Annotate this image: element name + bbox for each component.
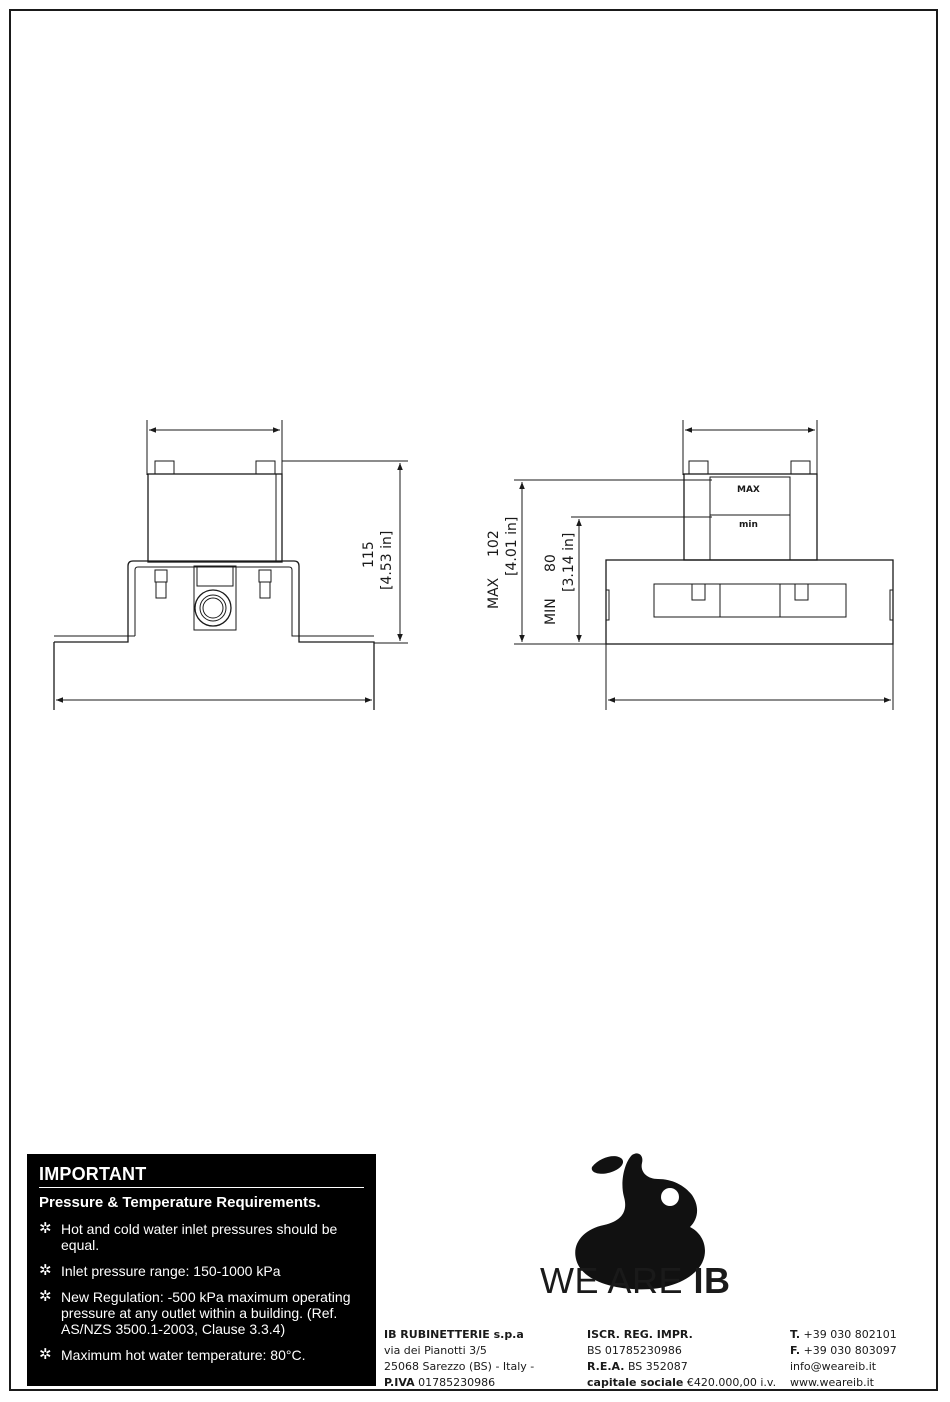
registry-number: BS 01785230986 (587, 1344, 682, 1357)
company-address-line2: 25068 Sarezzo (BS) - Italy - (384, 1360, 535, 1373)
contact-fax: F. +39 030 803097 (790, 1344, 897, 1357)
registry-title: ISCR. REG. IMPR. (587, 1328, 693, 1341)
company-info: IB RUBINETTERIE s.p.a via dei Pianotti 3… (384, 1327, 534, 1391)
side-dimensions-text: MAX min MAX 102 [4.01 in] MIN 80 [3.14 i… (486, 485, 760, 625)
important-title: IMPORTANT (39, 1164, 364, 1188)
registry-capital: capitale sociale €420.000,00 i.v. (587, 1376, 777, 1389)
contact-phone: T. +39 030 802101 (790, 1328, 897, 1341)
flower-bullet-icon: ✲ (39, 1288, 52, 1305)
list-item: ✲Hot and cold water inlet pressures shou… (39, 1220, 338, 1254)
important-subtitle: Pressure & Temperature Requirements. (39, 1194, 321, 1211)
important-notice: IMPORTANT Pressure & Temperature Require… (27, 1154, 376, 1386)
flower-bullet-icon: ✲ (39, 1262, 52, 1279)
list-item: ✲Maximum hot water temperature: 80°C. (39, 1346, 306, 1364)
registry-info: ISCR. REG. IMPR. BS 01785230986 R.E.A. B… (587, 1327, 776, 1391)
brand-name: IB (693, 1260, 731, 1301)
page-border (9, 9, 938, 1391)
important-list: ✲Hot and cold water inlet pressures shou… (39, 1220, 364, 1364)
brand-prefix: WE ARE (540, 1260, 694, 1301)
ib-blob-logo (575, 1153, 705, 1290)
contact-email[interactable]: info@weareib.it (790, 1360, 877, 1373)
min-value-inches: [3.14 in] (561, 533, 577, 592)
registry-rea: R.E.A. BS 352087 (587, 1360, 688, 1373)
company-name: IB RUBINETTERIE s.p.a (384, 1328, 524, 1341)
list-item: ✲Inlet pressure range: 150-1000 kPa (39, 1262, 281, 1280)
marker-max-label: MAX (737, 485, 760, 495)
front-view (53, 420, 408, 710)
front-height-inches: [4.53 in] (379, 531, 395, 590)
max-value-inches: [4.01 in] (504, 517, 520, 576)
max-value: 102 (486, 530, 502, 557)
brand-wordmark: WE ARE IB (540, 1260, 731, 1302)
flower-bullet-icon: ✲ (39, 1346, 52, 1363)
company-vat: P.IVA 01785230986 (384, 1376, 496, 1389)
min-label: MIN (543, 598, 559, 625)
marker-min-label: min (739, 520, 758, 530)
list-item: ✲New Regulation: -500 kPa maximum operat… (39, 1288, 351, 1338)
front-height-value: 115 (361, 541, 377, 568)
side-view (514, 420, 894, 710)
contact-website[interactable]: www.weareib.it (790, 1376, 874, 1389)
company-address-line1: via dei Pianotti 3/5 (384, 1344, 487, 1357)
min-value: 80 (543, 554, 559, 572)
front-height-dimension: 115 [4.53 in] (361, 531, 395, 590)
contact-info: T. +39 030 802101 F. +39 030 803097 info… (790, 1327, 897, 1391)
max-label: MAX (486, 577, 502, 609)
flower-bullet-icon: ✲ (39, 1220, 52, 1237)
